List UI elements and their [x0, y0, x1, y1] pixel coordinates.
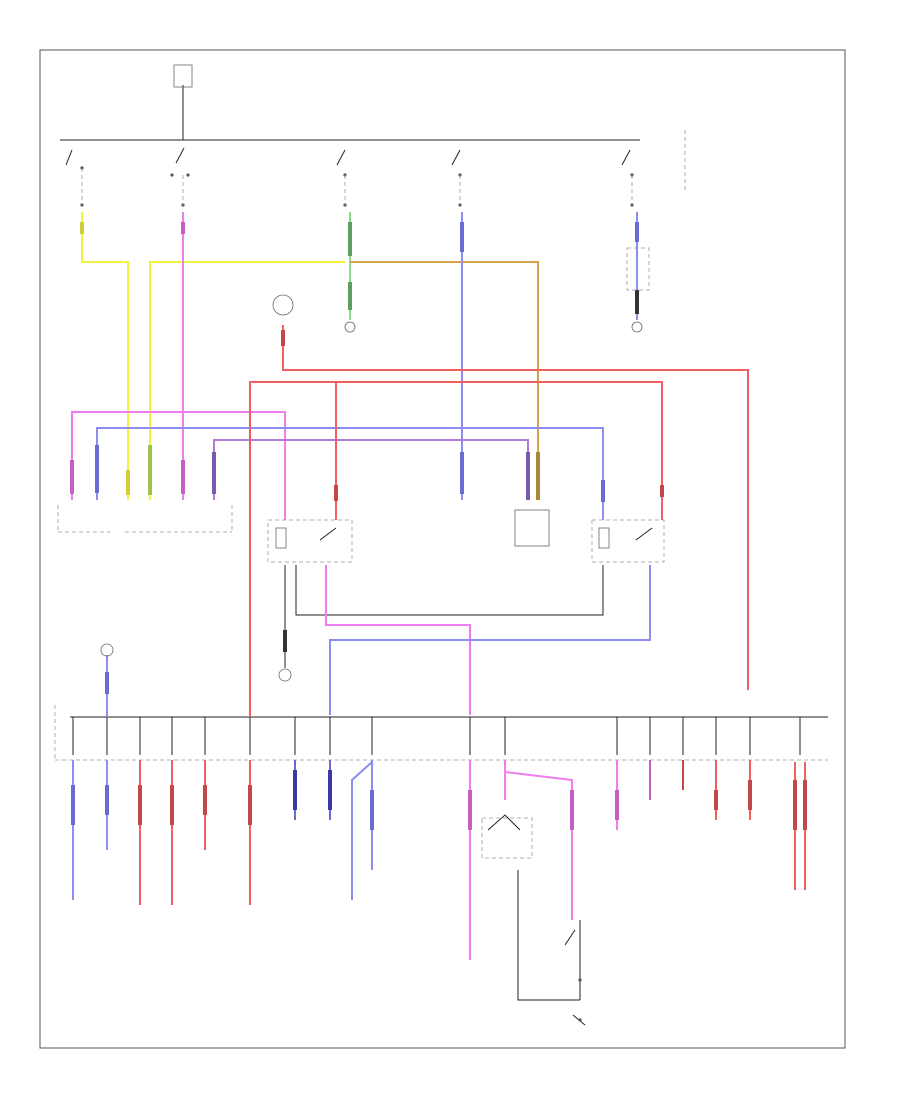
relay-wiring-middle [278, 565, 651, 715]
fuse-block [54, 643, 828, 761]
ignition-switch [60, 64, 686, 207]
upper-components [57, 247, 665, 563]
orange-wire [350, 261, 539, 500]
connector-marks-upper [70, 222, 664, 502]
lower-output-wires [72, 760, 806, 960]
red-wire-top [249, 325, 749, 690]
pink-wire-top [71, 212, 286, 520]
lower-components [481, 814, 586, 1026]
connector-marks-lower [71, 770, 807, 830]
violet-wire [213, 439, 529, 500]
diagram-border [39, 49, 846, 1049]
yellow-wire [81, 212, 345, 500]
